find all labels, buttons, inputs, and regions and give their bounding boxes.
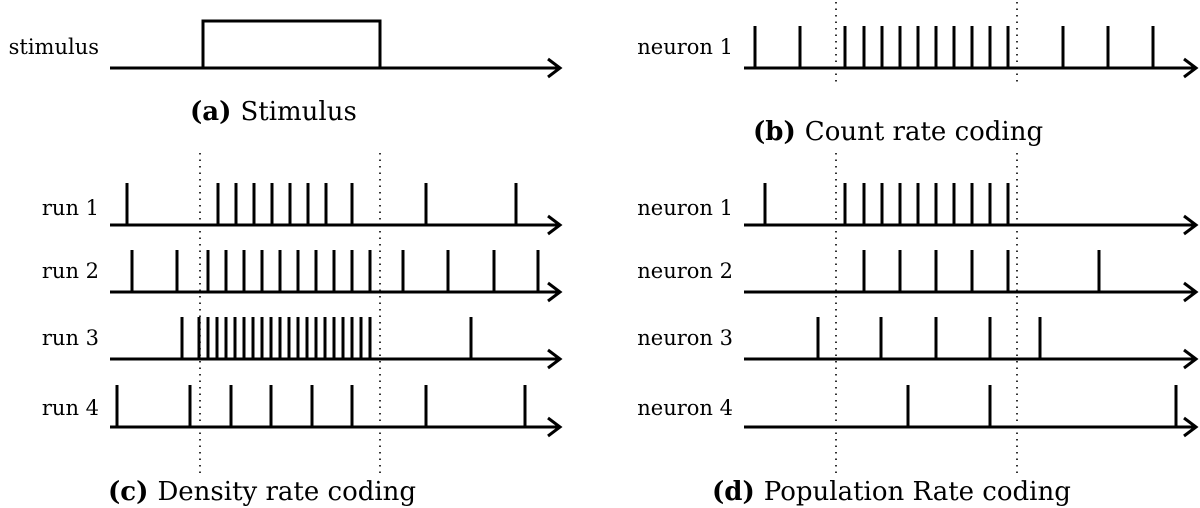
row-label: run 3 [42, 326, 99, 350]
spike-train [763, 183, 1010, 225]
arrow-head-icon [547, 416, 563, 438]
spike-train [130, 250, 540, 292]
arrow-head-icon [547, 348, 563, 370]
row-label: run 4 [42, 396, 99, 420]
panel-caption: (c) Density rate coding [108, 477, 416, 507]
arrow-head-icon [547, 214, 563, 236]
arrow-head-icon [1183, 281, 1199, 303]
arrow-head-icon [1183, 214, 1199, 236]
caption-text: Density rate coding [157, 477, 416, 507]
panel-caption: (a) Stimulus [190, 97, 357, 127]
row-label: run 2 [42, 259, 99, 283]
panel-d: neuron 1 neuron 2 neuron 3 neuron 4 (d) P… [637, 153, 1199, 507]
caption-text: Count rate coding [805, 117, 1043, 147]
row-label: neuron 1 [637, 196, 733, 220]
panel-c: run 1 run 2 run 3 run 4 (c) Density rate … [42, 153, 563, 507]
caption-tag: (d) [712, 477, 755, 507]
spike-train [125, 183, 518, 225]
arrow-head-icon [547, 57, 563, 79]
stimulus-pulse [201, 19, 382, 68]
spike-train [115, 385, 527, 427]
row-label: neuron 3 [637, 326, 733, 350]
row-label: neuron 4 [637, 396, 733, 420]
arrow-head-icon [1183, 416, 1199, 438]
row-label: neuron 2 [637, 259, 733, 283]
spike-train [862, 250, 1101, 292]
panel-caption: (d) Population Rate coding [712, 477, 1071, 507]
caption-tag: (c) [108, 477, 148, 507]
caption-tag: (a) [190, 97, 231, 127]
panel-caption: (b) Count rate coding [753, 117, 1043, 147]
arrow-head-icon [1183, 57, 1199, 79]
spike-train [816, 317, 1042, 359]
arrow-head-icon [547, 281, 563, 303]
spike-train [753, 26, 1155, 68]
spike-train [906, 385, 1178, 427]
caption-text: Population Rate coding [764, 477, 1071, 507]
panel-b: neuron 1 (b) Count rate coding [637, 2, 1199, 147]
caption-tag: (b) [753, 117, 796, 147]
caption-text: Stimulus [240, 97, 356, 127]
row-label: stimulus [9, 35, 99, 59]
spike-train [180, 317, 473, 359]
arrow-head-icon [1183, 348, 1199, 370]
row-label: neuron 1 [637, 35, 733, 59]
panel-a: stimulus (a) Stimulus [9, 19, 563, 127]
row-label: run 1 [42, 196, 99, 220]
